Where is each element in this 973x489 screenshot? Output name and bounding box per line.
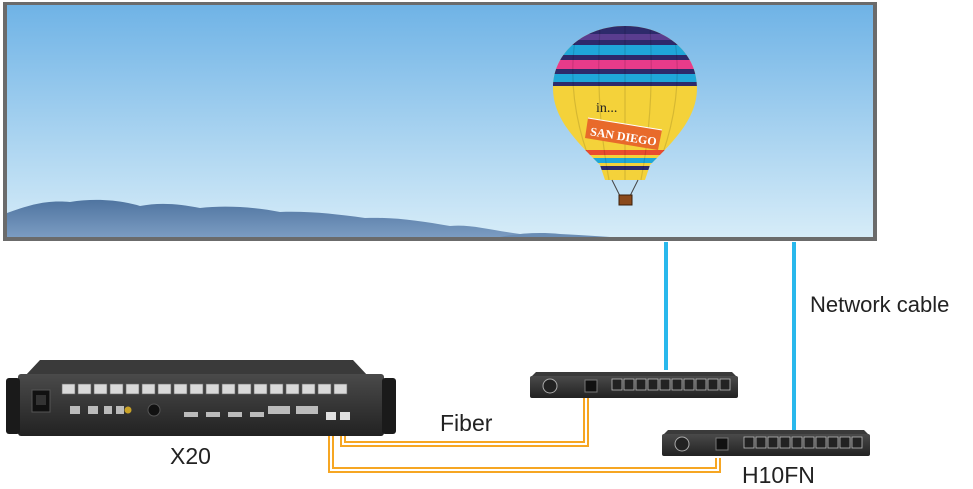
fiber-cable-2b	[332, 422, 717, 469]
mountain-range-icon	[7, 199, 600, 237]
x20-label: X20	[170, 443, 211, 469]
balloon-basket	[618, 194, 633, 206]
hot-air-balloon-icon: in... SAN DIEGO	[553, 26, 697, 206]
x20-ethernet-ports	[61, 383, 348, 395]
mountain-foothill	[500, 233, 610, 237]
network-cable-label: Network cable	[810, 292, 950, 317]
fiber-label: Fiber	[440, 410, 493, 436]
x20-controller-icon	[6, 360, 396, 436]
led-screen	[3, 2, 877, 241]
h10fn-receiver-icon	[662, 430, 870, 456]
screen-sky	[7, 5, 873, 237]
h10fn-label: H10FN	[742, 462, 815, 488]
fiber-cable-2a	[328, 422, 721, 473]
h10fn-receiver-1	[530, 372, 738, 398]
network-cables	[664, 242, 796, 430]
balloon-text-in: in...	[596, 101, 617, 116]
